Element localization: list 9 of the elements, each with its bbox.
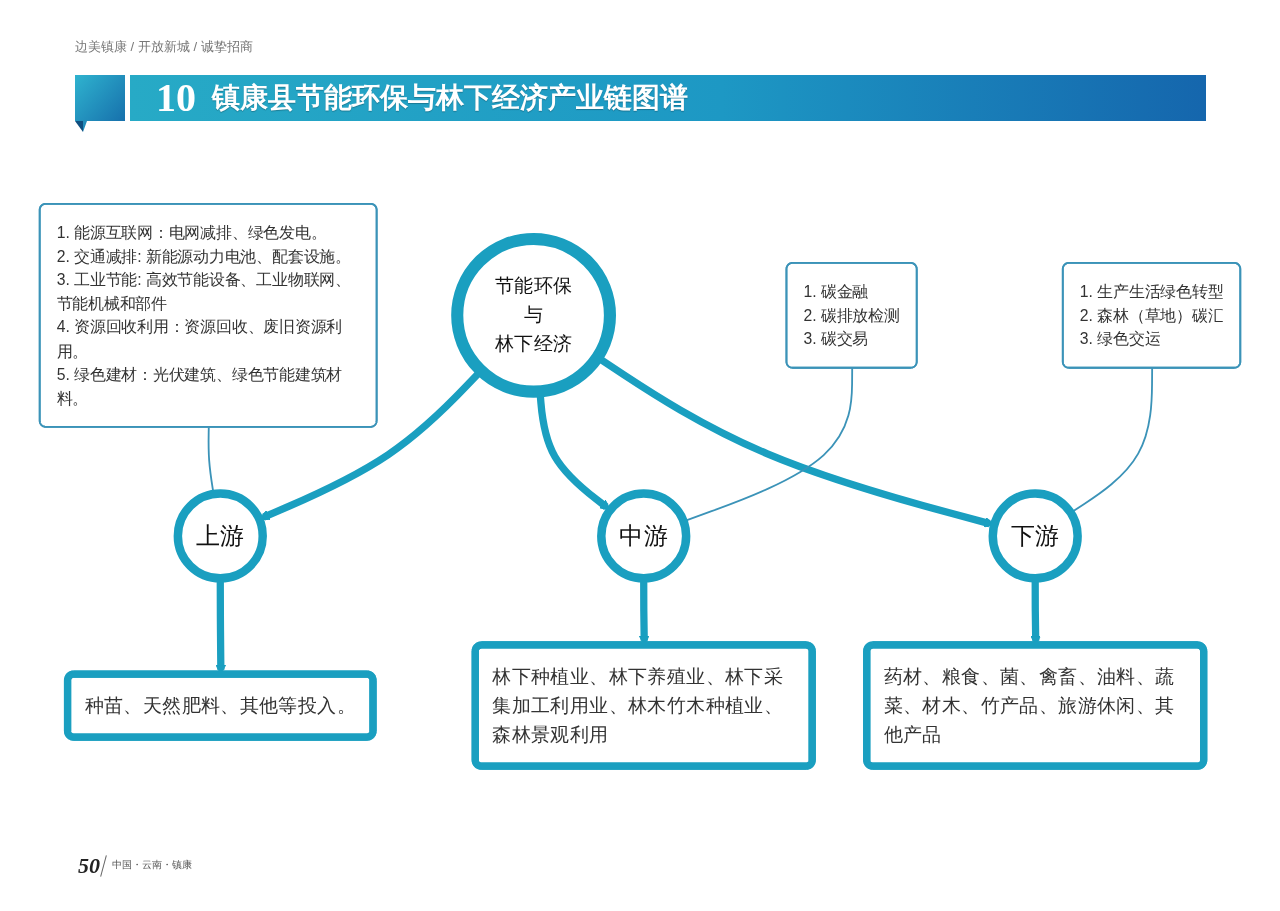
title: 镇康县节能环保与林下经济产业链图谱: [212, 81, 688, 115]
section-number: 10: [156, 76, 196, 120]
node-circle: 上游: [173, 489, 267, 583]
header-tagline: 边美镇康 / 开放新城 / 诚挚招商: [75, 38, 253, 56]
node-circle: 下游: [988, 489, 1082, 583]
page-number: 50: [78, 853, 100, 879]
footer-text: 中国・云南・镇康: [112, 858, 192, 872]
node-circle: 节能环保 与 林下经济: [451, 232, 616, 398]
node-circle: 中游: [597, 489, 691, 583]
